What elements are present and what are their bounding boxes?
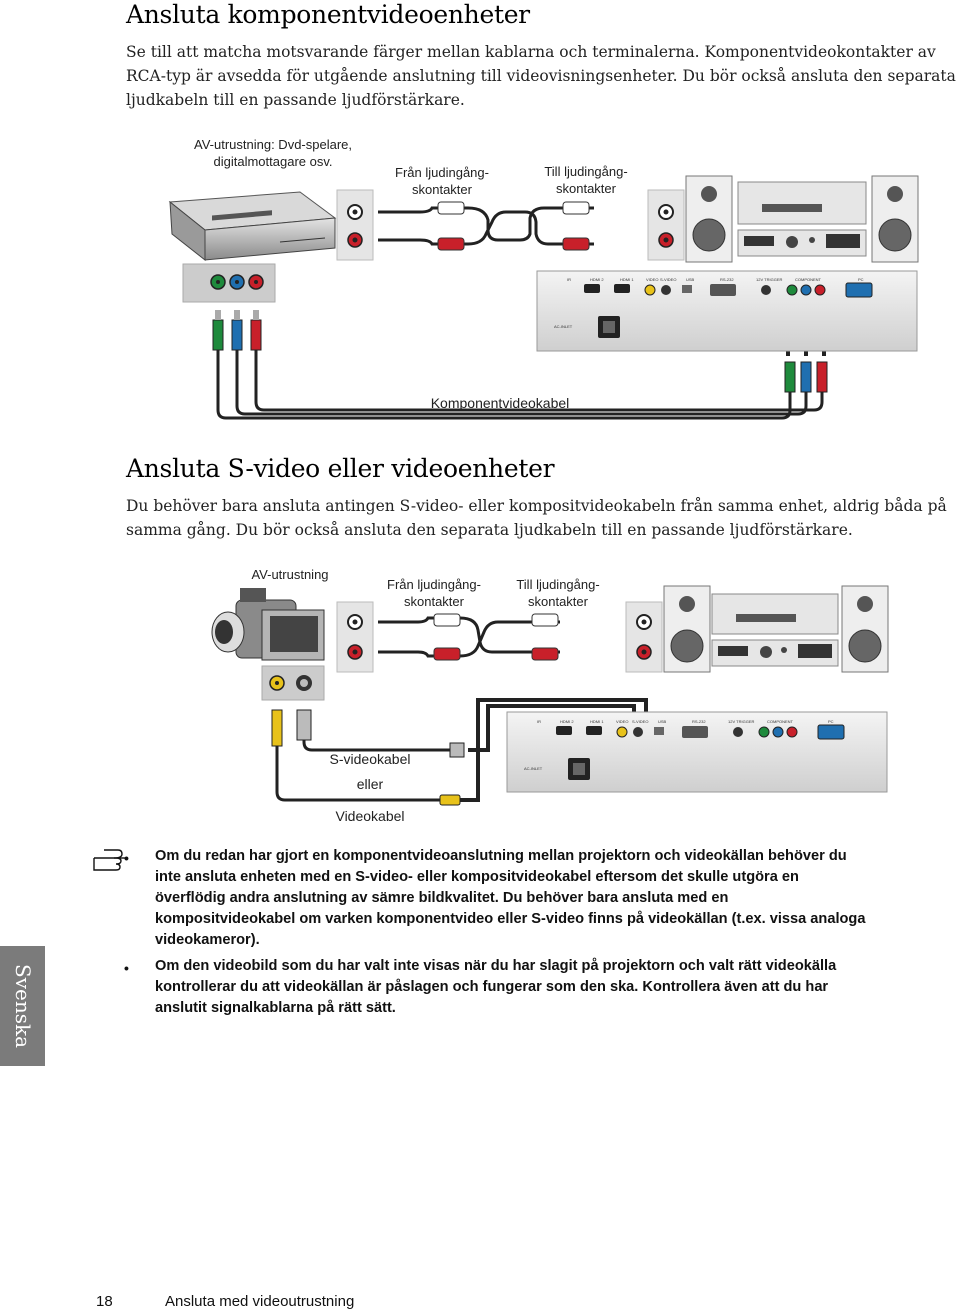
video-cables [275, 740, 450, 802]
section-title-component: Ansluta komponentvideoenheter [126, 0, 530, 29]
projector-io-panel: IR HDMI 2 HDMI 1 VIDEO S-VIDEO USB RS-23… [536, 270, 918, 352]
to-audio-label-line: Till ljudingång- [544, 164, 627, 179]
section-paragraph-component: Se till att matcha motsvarande färger me… [126, 40, 956, 112]
paragraph-line: RCA-typ är avsedda för utgående anslutni… [126, 67, 956, 85]
paragraph-line: ljudkabeln till en passande ljudförstärk… [126, 91, 465, 109]
panel-label: HDMI 2 [590, 277, 604, 282]
projector-io-panel: IR HDMI 2 HDMI 1 VIDEO S-VIDEO USB RS-23… [506, 711, 888, 793]
page-number: 18 [96, 1293, 113, 1310]
svideo-connection-diagram: AV-utrustning Från ljudingång- skontakte… [211, 567, 889, 824]
panel-label: 12V TRIGGER [756, 277, 782, 282]
amp-audio-jack-block [625, 601, 663, 673]
component-connection-diagram: AV-utrustning: Dvd-spelare, digitalmotta… [168, 137, 919, 420]
panel-label: AC-INLET [554, 324, 573, 329]
note-item: Om den videobild som du har valt inte vi… [155, 956, 960, 1019]
video-plugs-right [439, 742, 465, 806]
panel-label: HDMI 1 [590, 719, 604, 724]
stereo-system-illustration [663, 585, 889, 673]
camcorder-illustration [211, 588, 325, 661]
panel-label: COMPONENT [767, 719, 794, 724]
amp-audio-jack-block [647, 189, 685, 261]
paragraph-line: Du behöver bara ansluta antingen S-video… [126, 497, 947, 515]
camcorder-video-jack-block [261, 665, 325, 701]
dvd-player-illustration [168, 191, 337, 262]
panel-label: RS-232 [720, 277, 734, 282]
audio-cable [378, 201, 594, 251]
language-side-tab-label: Svenska [10, 963, 35, 1049]
panel-label: PC [858, 277, 864, 282]
dvd-component-jack-block [182, 263, 276, 303]
panel-label: IR [537, 719, 541, 724]
or-label: eller [357, 776, 384, 792]
note-line: videokameror). [155, 932, 260, 948]
video-cable-label: Videokabel [335, 808, 404, 824]
panel-label: USB [686, 277, 695, 282]
to-audio-label-line: Till ljudingång- [516, 577, 599, 592]
component-cable [216, 350, 824, 420]
paragraph-line: samma gång. Du bör också ansluta den sep… [126, 521, 853, 539]
component-plugs-right [784, 361, 828, 393]
stereo-system-illustration [685, 175, 919, 263]
source-label: AV-utrustning [251, 567, 328, 582]
component-cable-label: Komponentvideokabel [431, 395, 570, 411]
panel-label: S-VIDEO [632, 719, 648, 724]
panel-label: AC-INLET [524, 766, 543, 771]
note-line: Om du redan har gjort en komponentvideoa… [155, 848, 847, 864]
panel-label: S-VIDEO [660, 277, 676, 282]
note-line: kompositvideokabel om varken komponentvi… [155, 911, 866, 927]
panel-label: 12V TRIGGER [728, 719, 754, 724]
section-paragraph-svideo: Du behöver bara ansluta antingen S-video… [126, 494, 956, 542]
paragraph-line: Se till att matcha motsvarande färger me… [126, 43, 936, 61]
panel-label: IR [567, 277, 571, 282]
panel-label: PC [828, 719, 834, 724]
panel-label: HDMI 1 [620, 277, 634, 282]
panel-label: VIDEO [646, 277, 658, 282]
footer-chapter-title: Ansluta med videoutrustning [165, 1293, 355, 1310]
bullet-icon: • [124, 850, 129, 866]
panel-label: HDMI 2 [560, 719, 574, 724]
language-side-tab: Svenska [0, 946, 45, 1066]
pointing-hand-icon [93, 849, 128, 871]
note-line: överflödig andra anslutning av sämre bil… [155, 890, 729, 906]
from-audio-label-line: Från ljudingång- [395, 165, 489, 180]
source-label-line: AV-utrustning: Dvd-spelare, [194, 137, 352, 152]
camcorder-audio-jack-block [336, 601, 374, 673]
panel-label: RS-232 [692, 719, 706, 724]
from-audio-label-line: skontakter [412, 182, 473, 197]
panel-label: COMPONENT [795, 277, 822, 282]
dvd-audio-jack-block [336, 189, 374, 261]
to-audio-label-line: skontakter [556, 181, 617, 196]
from-audio-label-line: Från ljudingång- [387, 577, 481, 592]
panel-label: USB [658, 719, 667, 724]
note-line: anslutit signalkablarna på rätt sätt. [155, 1000, 396, 1016]
source-label-line: digitalmottagare osv. [214, 154, 333, 169]
note-item: Om du redan har gjort en komponentvideoa… [155, 846, 960, 951]
from-audio-label-line: skontakter [404, 594, 465, 609]
note-line: kontrollerar du att videokällan är påsla… [155, 979, 829, 995]
to-audio-label-line: skontakter [528, 594, 589, 609]
section-title-svideo: Ansluta S-video eller videoenheter [126, 454, 555, 483]
bullet-icon: • [124, 960, 129, 976]
audio-cable [378, 613, 560, 661]
note-line: inte ansluta enheten med en S-video- ell… [155, 869, 799, 885]
svideo-cable-label: S-videokabel [330, 751, 411, 767]
component-plugs-left [212, 310, 262, 351]
note-line: Om den videobild som du har valt inte vi… [155, 958, 837, 974]
panel-label: VIDEO [616, 719, 628, 724]
